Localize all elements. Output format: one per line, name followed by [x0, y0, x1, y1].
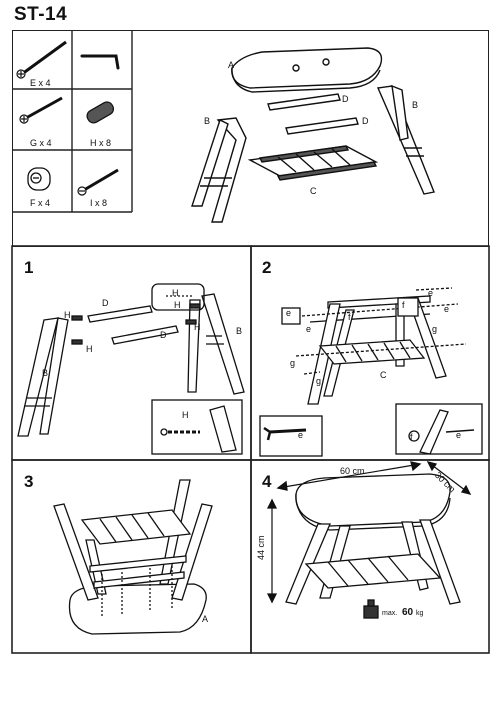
step2-label-g1: g [290, 358, 296, 368]
overview-label-a: A [228, 60, 235, 70]
long-screw-icon [16, 40, 67, 79]
model-title: ST-14 [14, 4, 68, 25]
step2-label-g2: g [432, 324, 438, 334]
step2-label-c: C [380, 370, 387, 380]
parts-grid [12, 30, 133, 213]
part-label-f: F x 4 [30, 198, 51, 208]
step2-label-f2: f [402, 300, 405, 310]
part-label-g: G x 4 [30, 138, 52, 148]
step1-label-h1: H [64, 310, 71, 320]
step1-label-h5: H [194, 322, 201, 332]
step-4-number: 4 [262, 472, 272, 491]
step-2-drawing [259, 287, 483, 457]
max-load-unit: kg [416, 610, 424, 617]
part-label-e: E x 4 [30, 78, 51, 88]
step1-label-h2: H [86, 344, 93, 354]
allen-key-icon [80, 54, 120, 70]
max-load-value: 60 [402, 607, 414, 618]
step2-zoom-label-e: e [298, 430, 304, 440]
step1-label-b2: B [236, 326, 243, 336]
dimension-height: 44 cm [256, 535, 266, 560]
step2-label-e2: e [444, 304, 450, 314]
step-4-drawing [266, 461, 472, 619]
part-label-h: H x 8 [90, 138, 112, 148]
step-3-number: 3 [24, 472, 34, 491]
step1-label-d1: D [102, 298, 109, 308]
wood-screw-icon [19, 96, 63, 124]
step1-label-d2: D [160, 330, 167, 340]
step1-zoom-label-h: H [182, 410, 189, 420]
step2-zoom-label-f: f [410, 432, 413, 442]
overview-label-b-right: B [412, 100, 419, 110]
dimension-width: 60 cm [340, 466, 365, 476]
step-2-number: 2 [262, 258, 272, 277]
step2-label-g3: g [316, 376, 322, 386]
overview-label-b-left: B [204, 116, 211, 126]
small-screw-icon [77, 168, 119, 196]
step-1-number: 1 [24, 258, 34, 277]
step2-label-e4: e [306, 324, 312, 334]
step-1-drawing [17, 283, 245, 455]
overview-label-d2: D [362, 116, 369, 126]
exploded-view [191, 47, 435, 223]
step2-zoom-label-e2: e [456, 430, 462, 440]
step1-label-h4: H [174, 300, 181, 310]
step2-label-f1: f [348, 312, 351, 322]
part-label-i: I x 8 [90, 198, 108, 208]
step1-label-h3: H [172, 288, 179, 298]
step-3-drawing [53, 479, 213, 635]
step-frames [11, 245, 490, 654]
step3-label-a: A [202, 614, 209, 624]
step2-label-e1: e [428, 288, 434, 298]
dowel-icon [86, 101, 115, 124]
step1-label-b1: B [42, 368, 49, 378]
overview-label-c: C [310, 186, 317, 196]
max-load-prefix: max. [382, 610, 398, 617]
cam-lock-icon [27, 167, 51, 191]
step2-label-e3: e [286, 308, 292, 318]
overview-label-d1: D [342, 94, 349, 104]
